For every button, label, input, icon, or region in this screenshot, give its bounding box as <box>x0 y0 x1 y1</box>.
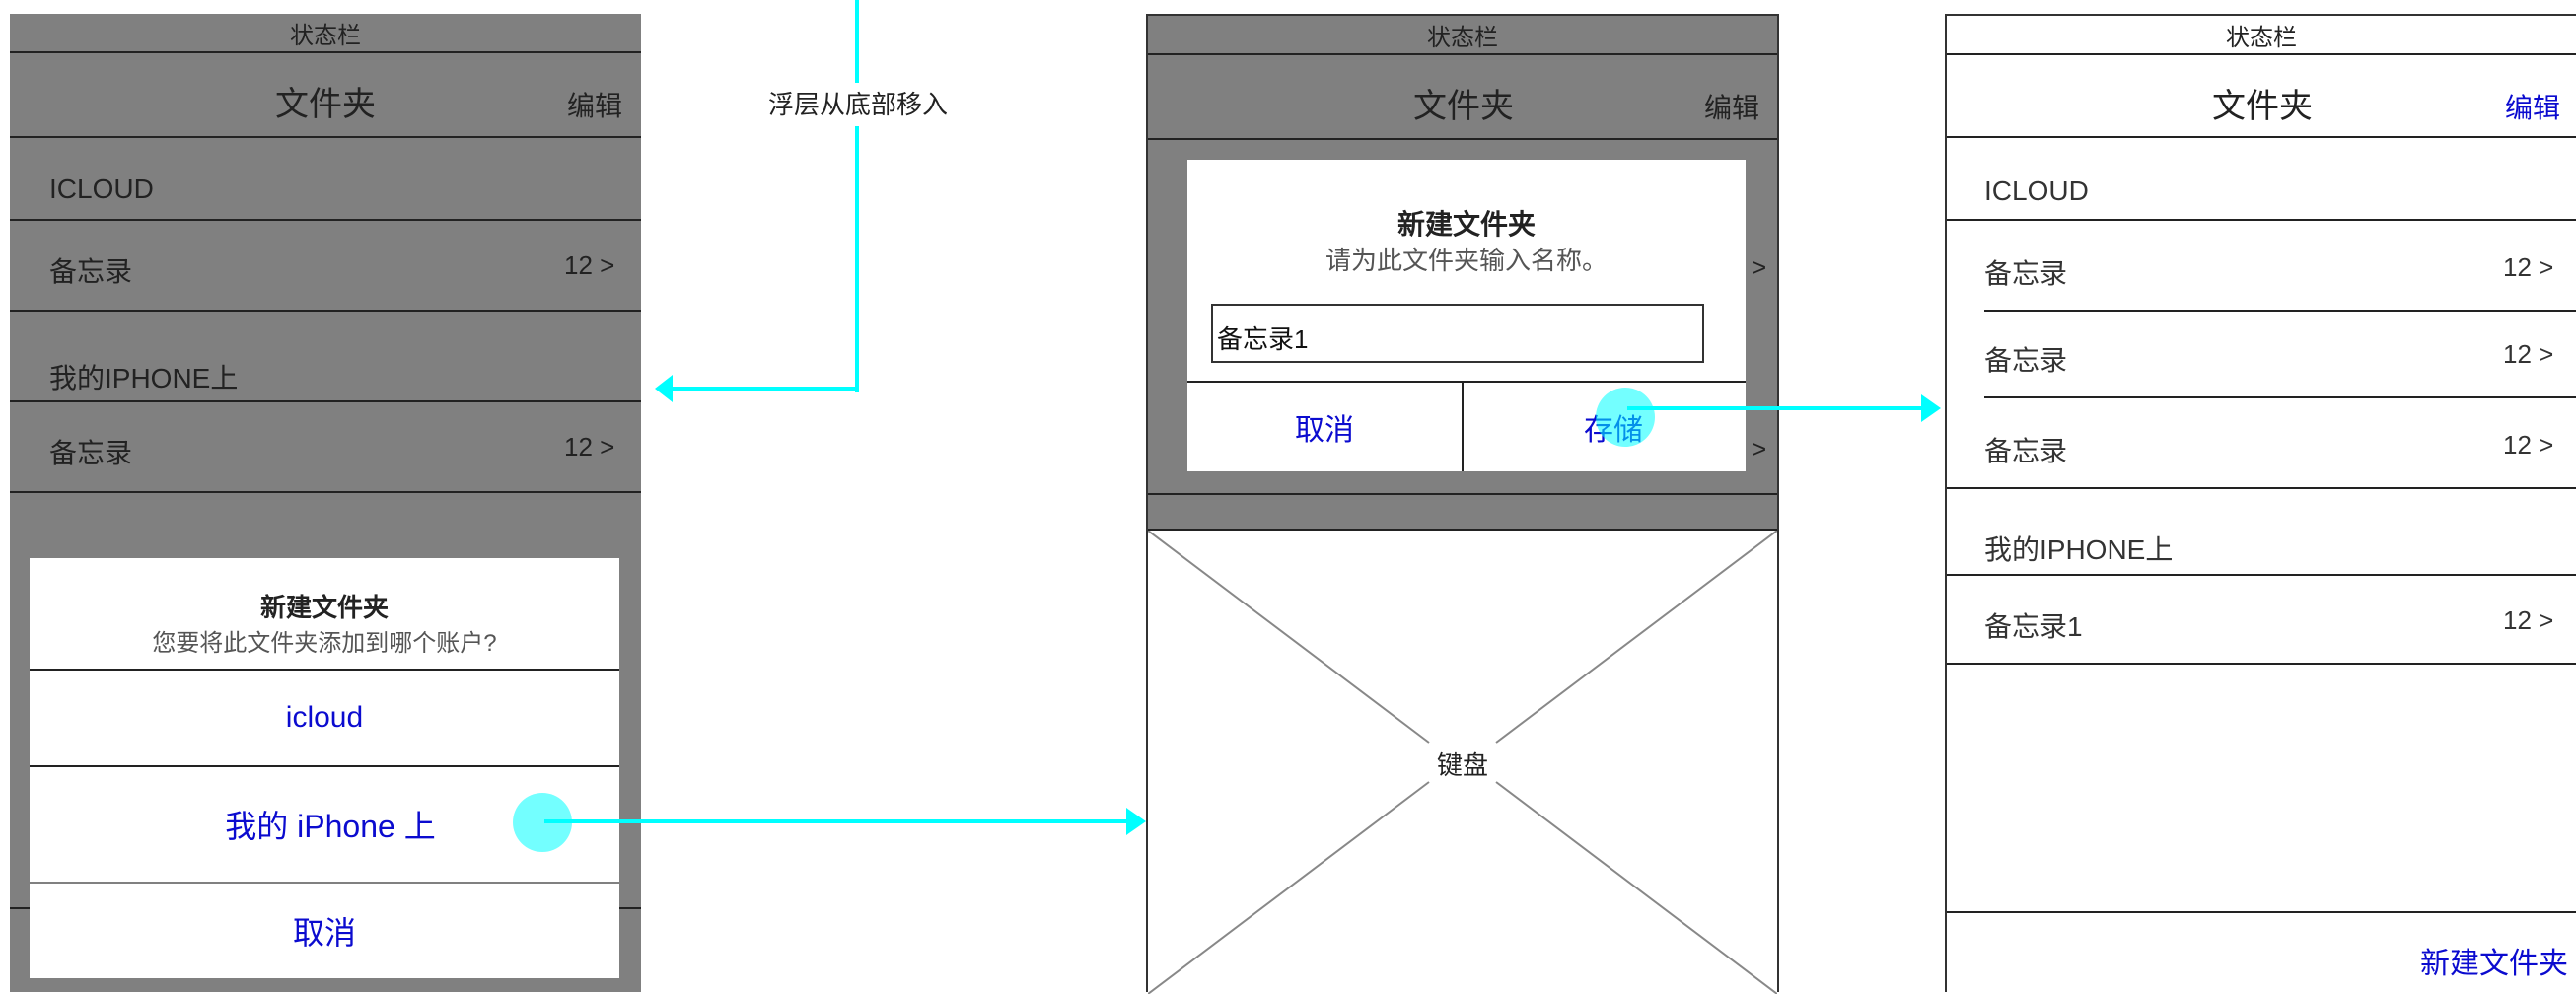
folder-row-label[interactable]: 备忘录 <box>1984 436 2068 466</box>
edit-button[interactable]: 编辑 <box>1704 93 1760 123</box>
keyboard-label: 键盘 <box>1436 749 1488 780</box>
new-folder-button[interactable]: 新建文件夹 <box>2420 948 2568 980</box>
screen3: 状态栏 文件夹 编辑 ICLOUD 备忘录 12 > 备忘录 12 > 备忘录 … <box>1945 14 2576 992</box>
alert-message: 请为此文件夹输入名称。 <box>1324 246 1608 275</box>
section-header-iphone: 我的IPHONE上 <box>49 363 239 393</box>
folder-row-count: 12 > <box>2503 252 2554 282</box>
tap-indicator <box>1596 388 1655 447</box>
folder-row-label[interactable]: 备忘录 <box>1984 258 2068 289</box>
folder-row-count: 12 > <box>564 250 615 280</box>
folder-name-input[interactable]: 备忘录1 <box>1211 304 1704 363</box>
flow-arrowhead-right <box>1126 808 1146 835</box>
edit-button[interactable]: 编辑 <box>2505 93 2561 123</box>
flow-line <box>855 0 859 83</box>
status-bar: 状态栏 <box>290 22 361 49</box>
folder-row-chevron: > <box>1752 252 1767 282</box>
nav-title: 文件夹 <box>1413 87 1514 125</box>
alert-dialog: 新建文件夹 请为此文件夹输入名称。 备忘录1 取消 存储 <box>1187 160 1746 471</box>
folder-row-label[interactable]: 备忘录 <box>49 256 133 287</box>
flow-line <box>667 387 859 390</box>
nav-title: 文件夹 <box>2212 87 2313 125</box>
alert-cancel-button[interactable]: 取消 <box>1295 414 1354 447</box>
folder-row-count: 12 > <box>2503 339 2554 369</box>
option-icloud-button[interactable]: icloud <box>285 701 364 734</box>
alert-title: 新建文件夹 <box>1396 209 1536 240</box>
action-sheet-title: 新建文件夹 <box>259 593 389 622</box>
section-header-icloud: ICLOUD <box>1984 176 2089 206</box>
action-sheet-cancel-button[interactable]: 取消 <box>30 884 619 978</box>
folder-row-count: 12 > <box>2503 430 2554 460</box>
folder-row-count: 12 > <box>2503 605 2554 635</box>
flow-line <box>855 126 859 392</box>
flow-arrowhead-right <box>1921 394 1941 422</box>
keyboard-placeholder: 键盘 <box>1148 531 1777 994</box>
nav-title: 文件夹 <box>275 85 376 123</box>
status-bar: 状态栏 <box>1427 24 1498 51</box>
flow-line <box>544 819 1130 823</box>
edit-button[interactable]: 编辑 <box>567 91 623 121</box>
folder-row-count: 12 > <box>564 432 615 462</box>
action-sheet: 新建文件夹 您要将此文件夹添加到哪个账户? icloud 我的 iPhone 上 <box>30 558 619 882</box>
section-header-iphone: 我的IPHONE上 <box>1984 534 2174 565</box>
folder-row-label[interactable]: 备忘录1 <box>1984 611 2083 642</box>
option-iphone-button[interactable]: 我的 iPhone 上 <box>225 809 436 844</box>
screen2: 状态栏 文件夹 编辑 > > 新建文件夹 请为此文件夹输入名称。 备忘录1 取消… <box>1146 14 1779 994</box>
folder-row-chevron: > <box>1752 434 1767 463</box>
status-bar: 状态栏 <box>2226 24 2297 51</box>
folder-row-label[interactable]: 备忘录 <box>1984 345 2068 376</box>
screen1: 状态栏 文件夹 编辑 ICLOUD 备忘录 12 > 我的IPHONE上 备忘录… <box>10 14 641 992</box>
action-sheet-message: 您要将此文件夹添加到哪个账户? <box>152 630 497 657</box>
flow-line <box>1627 406 1925 410</box>
keyboard-cross-lines <box>1148 531 1777 994</box>
flow-arrowhead-left <box>655 375 673 402</box>
slide-in-annotation: 浮层从底部移入 <box>767 89 948 119</box>
section-header-icloud: ICLOUD <box>49 174 154 204</box>
folder-row-label[interactable]: 备忘录 <box>49 438 133 468</box>
